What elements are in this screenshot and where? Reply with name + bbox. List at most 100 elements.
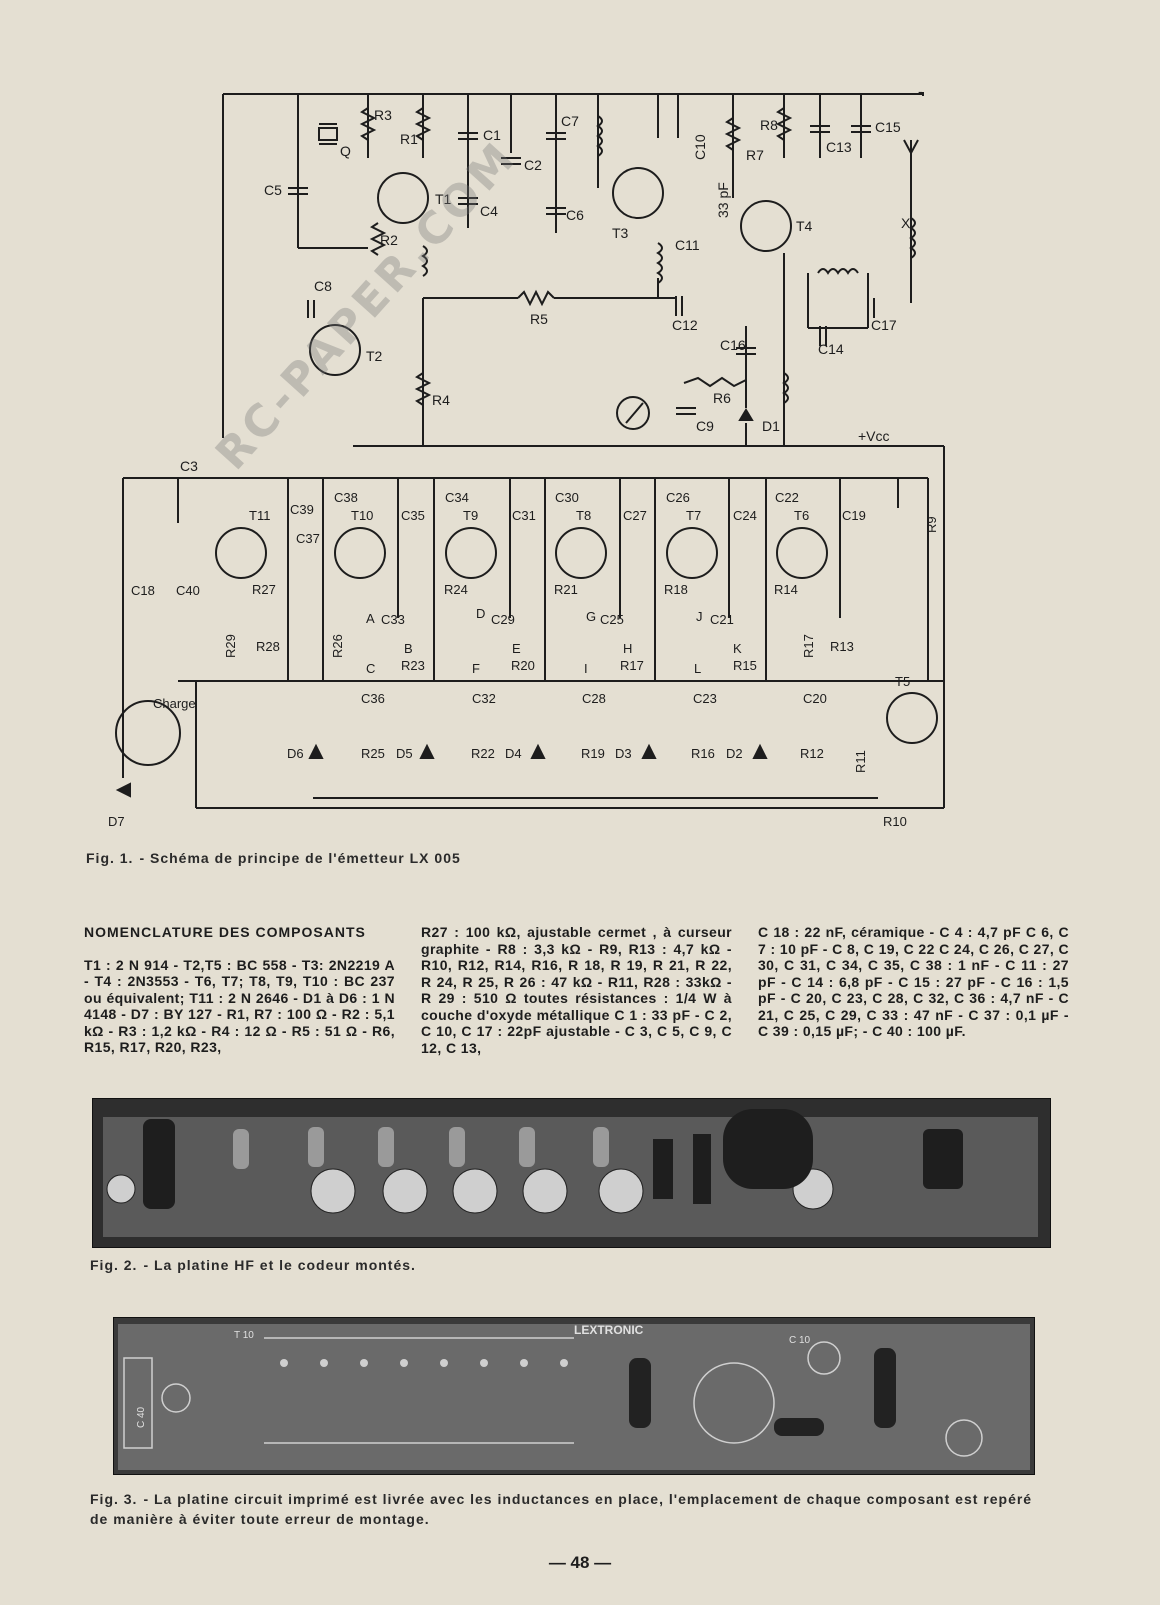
label-c15: C15 (875, 119, 901, 135)
label-t2: T2 (366, 348, 383, 364)
label-r6: R6 (713, 390, 731, 406)
label-c26: C26 (666, 490, 690, 505)
label-c22: C22 (775, 490, 799, 505)
label-r1: R1 (400, 131, 418, 147)
nomenclature-text-2: R27 : 100 kΩ, ajustable cermet , à curse… (421, 924, 732, 1056)
label-r7: R7 (746, 147, 764, 163)
fig2-number: Fig. 2. (90, 1257, 138, 1273)
label-c24: C24 (733, 508, 757, 523)
label-t9: T9 (463, 508, 478, 523)
label-t11: T11 (249, 508, 270, 523)
label-r29: R29 (223, 634, 238, 658)
label-c10: C10 (692, 134, 708, 160)
nomenclature-col-2: R27 : 100 kΩ, ajustable cermet , à curse… (421, 924, 732, 1056)
label-t6: T6 (794, 508, 809, 523)
label-d4: D4 (505, 746, 522, 761)
fig1-text: - Schéma de principe de l'émetteur LX 00… (139, 850, 461, 866)
label-q: Q (340, 143, 351, 159)
label-c40: C40 (176, 583, 200, 598)
label-c4: C4 (480, 203, 498, 219)
label-c32: C32 (472, 691, 496, 706)
schematic-figure: R3 Q R1 C1 C7 C2 C10 R7 R8 C13 C15 - C5 … (78, 78, 1078, 858)
fig3-photo: LEXTRONIC C 10 C 40 T 10 (113, 1317, 1035, 1475)
label-c37: C37 (296, 531, 320, 546)
label-d1: D1 (762, 418, 780, 434)
label-r21: R21 (554, 582, 578, 597)
label-r16: R16 (691, 746, 715, 761)
label-c1: C1 (483, 127, 501, 143)
label-r3: R3 (374, 107, 392, 123)
label-a: A (366, 611, 375, 626)
label-g: G (586, 609, 596, 624)
label-j: J (696, 609, 703, 624)
pcb-brand-label: LEXTRONIC (574, 1323, 644, 1337)
pcb-c10-label: C 10 (789, 1335, 811, 1346)
schematic-diagram: R3 Q R1 C1 C7 C2 C10 R7 R8 C13 C15 - C5 … (108, 83, 945, 829)
label-c33: C33 (381, 612, 405, 627)
label-r20: R20 (511, 658, 535, 673)
label-r2: R2 (380, 232, 398, 248)
label-c29: C29 (491, 612, 515, 627)
label-x: X (901, 215, 911, 231)
label-c23: C23 (693, 691, 717, 706)
label-t1: T1 (435, 191, 452, 207)
label-r5: R5 (530, 311, 548, 327)
label-d6: D6 (287, 746, 304, 761)
label-r8: R8 (760, 117, 778, 133)
label-c9: C9 (696, 418, 714, 434)
label-c5: C5 (264, 182, 282, 198)
fig3-text: - La platine circuit imprimé est livrée … (90, 1491, 1033, 1527)
fig2-text: - La platine HF et le codeur montés. (143, 1257, 416, 1273)
nomenclature-col-3: C 18 : 22 nF, céramique - C 4 : 4,7 pF C… (758, 924, 1069, 1056)
label-t4: T4 (796, 218, 813, 234)
label-d2: D2 (726, 746, 743, 761)
label-e: E (512, 641, 521, 656)
label-c27: C27 (623, 508, 647, 523)
label-c20: C20 (803, 691, 827, 706)
label-d5: D5 (396, 746, 413, 761)
nomenclature-text-3: C 18 : 22 nF, céramique - C 4 : 4,7 pF C… (758, 924, 1069, 1039)
label-c14: C14 (818, 341, 844, 357)
label-b: B (404, 641, 413, 656)
label-r14: R14 (774, 582, 798, 597)
label-c6: C6 (566, 207, 584, 223)
label-c12: C12 (672, 317, 698, 333)
label-c35: C35 (401, 508, 425, 523)
label-r27: R27 (252, 582, 276, 597)
label-r28: R28 (256, 639, 280, 654)
label-r25: R25 (361, 746, 385, 761)
label-c19: C19 (842, 508, 866, 523)
label-c3: C3 (180, 458, 198, 474)
label-vcc: +Vcc (858, 428, 890, 444)
label-r17b: R17 (620, 658, 644, 673)
label-r17: R17 (801, 634, 816, 658)
label-c16: C16 (720, 337, 746, 353)
label-c11: C11 (675, 237, 700, 253)
label-r12: R12 (800, 746, 824, 761)
label-d: D (476, 606, 485, 621)
label-c39: C39 (290, 502, 314, 517)
page-number: — 48 — (548, 1553, 612, 1572)
label-c34: C34 (445, 490, 469, 505)
label-r18: R18 (664, 582, 688, 597)
label-i: I (584, 661, 588, 676)
nomenclature-block: NOMENCLATURE DES COMPOSANTS T1 : 2 N 914… (84, 924, 1069, 1056)
label-c17: C17 (871, 317, 897, 333)
label-d7: D7 (108, 814, 125, 829)
fig1-caption: Fig. 1.- Schéma de principe de l'émetteu… (86, 850, 461, 866)
fig2-caption: Fig. 2. - La platine HF et le codeur mont… (90, 1257, 416, 1273)
label-h: H (623, 641, 632, 656)
label-f: F (472, 661, 480, 676)
label-c8: C8 (314, 278, 332, 294)
pcb-image: LEXTRONIC C 10 C 40 T 10 (114, 1318, 1034, 1474)
label-c18: C18 (131, 583, 155, 598)
label-r13: R13 (830, 639, 854, 654)
pcb-t10-label: T 10 (234, 1330, 254, 1341)
assembled-board-image (93, 1099, 1050, 1247)
label-c38: C38 (334, 490, 358, 505)
label-c: C (366, 661, 375, 676)
label-r24: R24 (444, 582, 468, 597)
label-r9: R9 (924, 516, 939, 533)
label-t10: T10 (351, 508, 373, 523)
label-r19: R19 (581, 746, 605, 761)
